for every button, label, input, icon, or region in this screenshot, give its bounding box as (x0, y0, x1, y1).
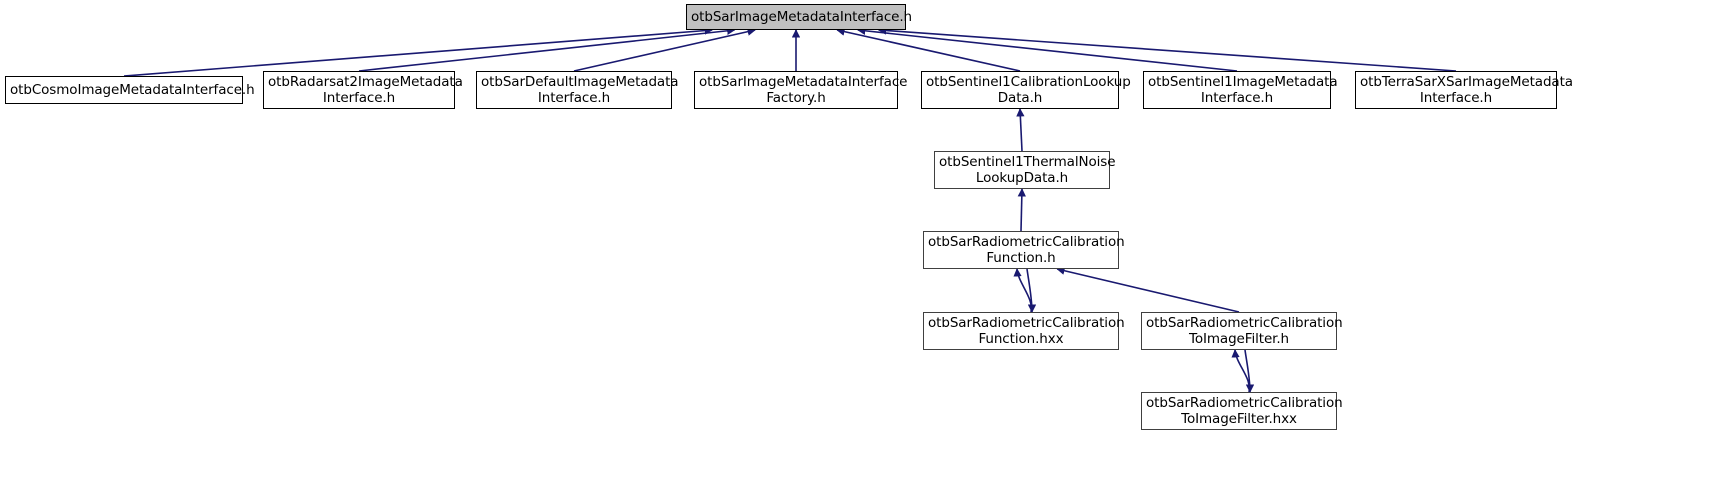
graph-node-thermal[interactable]: otbSentinel1ThermalNoise LookupData.h (934, 151, 1116, 189)
graph-node-s1lookup[interactable]: otbSentinel1CalibrationLookup Data.h (921, 71, 1131, 109)
graph-edge-radarsat2-to-root (358, 26, 736, 72)
graph-edge-calfunc_h-to-thermal (1017, 188, 1026, 232)
graph-node-terrasarx[interactable]: otbTerraSarXSarImageMetadata Interface.h (1355, 71, 1573, 109)
graph-node-label: otbSarDefaultImageMetadata Interface.h (481, 73, 679, 107)
graph-edge-11-down (1244, 349, 1255, 393)
graph-edge-thermal-to-s1lookup (1016, 108, 1025, 152)
graph-node-factory[interactable]: otbSarImageMetadataInterface Factory.h (694, 71, 908, 109)
graph-edge-s1lookup-to-root (836, 27, 1021, 72)
graph-node-toimg_h[interactable]: otbSarRadiometricCalibration ToImageFilt… (1141, 312, 1343, 350)
graph-edge-9-down (1026, 268, 1037, 313)
graph-edge-s1imd-to-root (857, 26, 1238, 72)
graph-edge-toimg_h-to-calfunc_h (1056, 266, 1240, 313)
graph-node-calfunc_h[interactable]: otbSarRadiometricCalibration Function.h (923, 231, 1125, 269)
graph-edge-11-up (1231, 349, 1251, 393)
graph-edge-terrasarx-to-root (877, 26, 1457, 72)
graph-node-label: otbSarRadiometricCalibration ToImageFilt… (1146, 314, 1343, 348)
graph-node-label: otbSentinel1ImageMetadata Interface.h (1148, 73, 1338, 107)
graph-node-toimg_hxx[interactable]: otbSarRadiometricCalibration ToImageFilt… (1141, 392, 1343, 430)
graph-node-label: otbSentinel1ThermalNoise LookupData.h (939, 153, 1116, 187)
graph-node-cosmo[interactable]: otbCosmoImageMetadataInterface.h (5, 76, 255, 104)
graph-node-label: otbRadarsat2ImageMetadata Interface.h (268, 73, 463, 107)
graph-node-label: otbSarRadiometricCalibration Function.hx… (928, 314, 1125, 348)
graph-node-label: otbCosmoImageMetadataInterface.h (10, 81, 255, 98)
graph-edge-cosmo-to-root (123, 26, 713, 77)
graph-node-sardefault[interactable]: otbSarDefaultImageMetadata Interface.h (476, 71, 679, 109)
graph-node-label: otbSarImageMetadataInterface.h (691, 8, 913, 25)
graph-node-label: otbSarRadiometricCalibration ToImageFilt… (1146, 394, 1343, 428)
graph-node-label: otbSentinel1CalibrationLookup Data.h (926, 73, 1131, 107)
graph-node-label: otbSarImageMetadataInterface Factory.h (699, 73, 908, 107)
graph-edge-9-up (1013, 268, 1033, 313)
graph-edge-sardefault-to-root (573, 27, 756, 72)
graph-node-label: otbTerraSarXSarImageMetadata Interface.h (1360, 73, 1573, 107)
graph-node-calfunc_hxx[interactable]: otbSarRadiometricCalibration Function.hx… (923, 312, 1125, 350)
graph-node-root[interactable]: otbSarImageMetadataInterface.h (686, 4, 913, 30)
graph-node-radarsat2[interactable]: otbRadarsat2ImageMetadata Interface.h (263, 71, 463, 109)
graph-node-s1imd[interactable]: otbSentinel1ImageMetadata Interface.h (1143, 71, 1338, 109)
graph-node-label: otbSarRadiometricCalibration Function.h (928, 233, 1125, 267)
